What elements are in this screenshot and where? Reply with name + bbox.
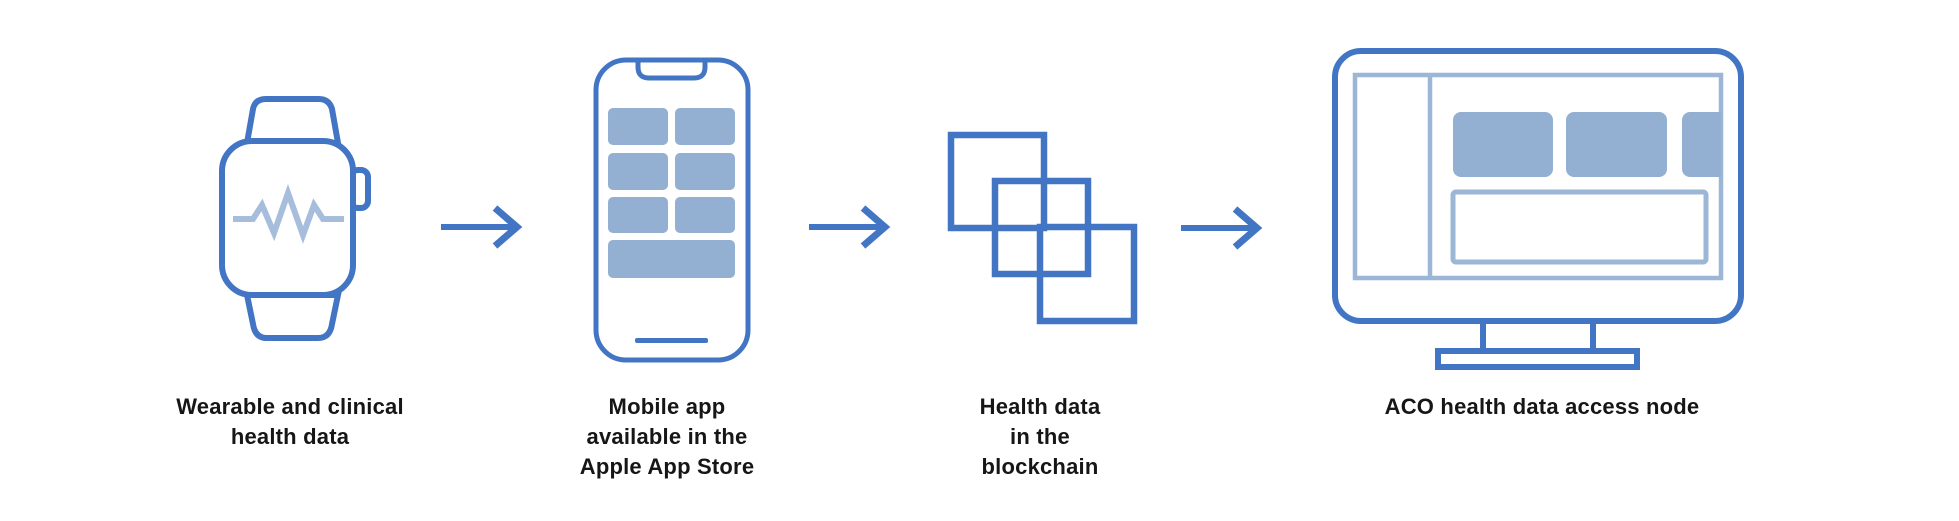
arrow-head: [860, 205, 891, 249]
monitor-stand-base: [1435, 348, 1640, 370]
dashboard-card: [1566, 112, 1667, 177]
app-tile: [675, 197, 735, 233]
desktop-dashboard-icon: [1332, 48, 1744, 370]
step-label-wearable: Wearable and clinical health data: [176, 394, 404, 449]
arrow-right-icon: [809, 205, 891, 249]
step-label-blockchain: Health data in the blockchain: [979, 394, 1101, 479]
block-square: [1036, 223, 1138, 325]
phone-home-bar: [635, 338, 708, 343]
watch-band-bottom: [243, 292, 342, 341]
app-tile: [608, 197, 668, 233]
arrow-head: [1232, 206, 1263, 250]
app-tile: [608, 153, 668, 190]
watch-screen: [219, 138, 356, 298]
app-tile-wide: [608, 240, 735, 278]
dashboard-card-clipped: [1682, 112, 1721, 177]
step-label-access-node: ACO health data access node: [1384, 394, 1700, 419]
smartwatch-icon: [219, 96, 371, 341]
monitor-body: [1332, 48, 1744, 324]
dashboard-card: [1453, 112, 1553, 177]
phone-notch: [635, 61, 708, 81]
arrow-head: [492, 205, 523, 249]
app-tile: [675, 153, 735, 190]
step-label-mobile-app: Mobile app available in the Apple App St…: [579, 394, 755, 479]
dashboard-panel: [1450, 189, 1709, 265]
arrow-right-icon: [441, 205, 523, 249]
heartbeat-pulse-line: [233, 184, 344, 244]
app-tile: [608, 108, 668, 145]
smartphone-app-grid-icon: [593, 57, 751, 363]
watch-band-top: [243, 96, 342, 146]
arrow-right-icon: [1181, 206, 1263, 250]
blockchain-squares-icon: [947, 131, 1138, 325]
app-tile: [675, 108, 735, 145]
